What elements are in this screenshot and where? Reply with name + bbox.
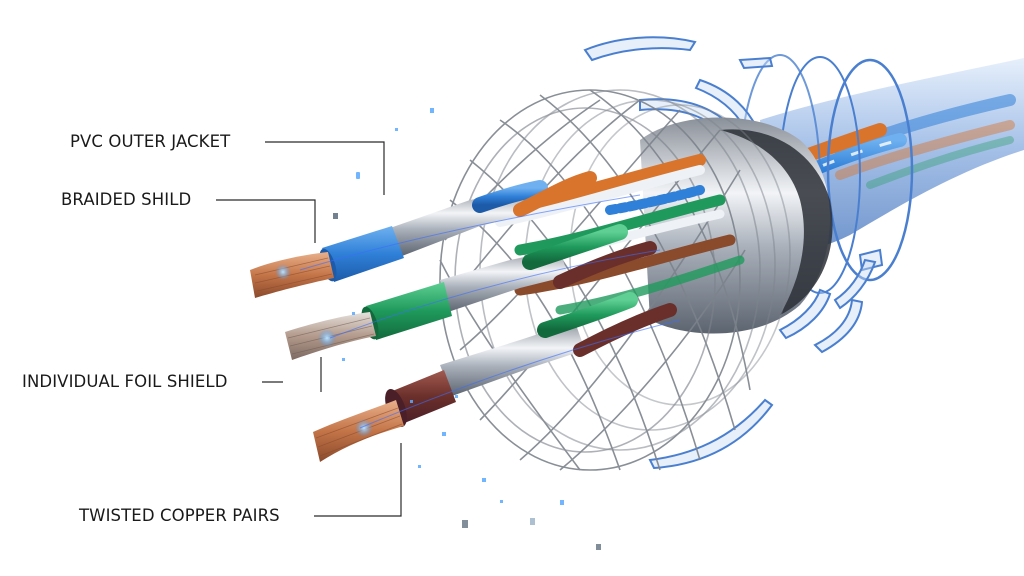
leader-lines [216, 141, 402, 517]
leader-line-pvc-outer-jacket [265, 141, 385, 195]
debris-particles-graphic [333, 108, 601, 550]
label-twisted-copper-pairs: TWISTED COPPER PAIRS [79, 506, 280, 525]
pair-blue-graphic [250, 171, 597, 298]
label-individual-foil-shield: INDIVIDUAL FOIL SHIELD [22, 372, 228, 391]
leader-line-braided-shield [216, 199, 316, 243]
label-braided-shield: BRAIDED SHILD [61, 190, 192, 209]
leader-line-twisted-copper-pairs [314, 443, 402, 517]
signal-lines-graphic [299, 194, 681, 429]
label-pvc-outer-jacket: PVC OUTER JACKET [70, 132, 231, 151]
